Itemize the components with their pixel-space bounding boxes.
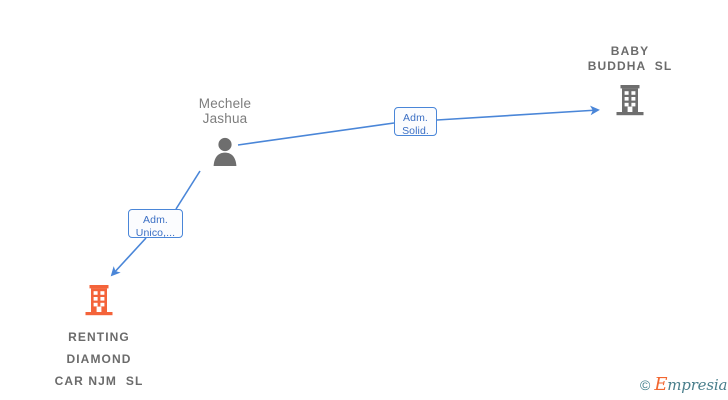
- building-icon[interactable]: [81, 282, 117, 323]
- company-bottom-name-line2: DIAMOND: [66, 352, 132, 366]
- edge-person-to-baby-buddha-left: [237, 122, 395, 146]
- person-name-line2: Jashua: [202, 111, 248, 126]
- edge-label-solid-line1: Adm.: [403, 112, 428, 124]
- watermark-brand: Empresia: [654, 374, 728, 395]
- edge-person-to-renting-diamond-bottom: [110, 237, 147, 277]
- person-name-line1: Mechele: [198, 96, 252, 111]
- watermark-empresia: © Empresia: [640, 374, 728, 395]
- node-company-baby-buddha-sl[interactable]: BABY BUDDHA SL: [560, 44, 700, 123]
- edge-person-to-baby-buddha-right: [436, 105, 600, 121]
- edge-person-to-renting-diamond-top: [175, 170, 201, 210]
- building-icon[interactable]: [612, 82, 648, 123]
- edge-label-adm-solid[interactable]: Adm. Solid.: [394, 107, 437, 137]
- edge-label-solid-line2: Solid.: [402, 125, 429, 137]
- watermark-brand-rest: mpresia: [667, 376, 728, 394]
- edge-label-unico-line1: Adm.: [143, 214, 168, 226]
- company-top-name-line2: BUDDHA SL: [587, 59, 673, 73]
- company-bottom-name-line1: RENTING: [68, 330, 130, 344]
- node-company-renting-diamond-car-njm-sl[interactable]: RENTING DIAMOND CAR NJM SL: [29, 282, 169, 389]
- edge-label-unico-line2: Unico,...: [135, 227, 176, 239]
- watermark-brand-initial: E: [654, 374, 668, 395]
- edge-label-adm-unico[interactable]: Adm. Unico,...: [128, 209, 183, 239]
- company-bottom-name-line3: CAR NJM SL: [54, 374, 144, 388]
- company-top-name-line1: BABY: [610, 44, 650, 58]
- node-person-mechele-jashua[interactable]: Mechele Jashua: [170, 96, 280, 171]
- copyright-icon: ©: [640, 377, 651, 393]
- person-icon[interactable]: [209, 134, 241, 171]
